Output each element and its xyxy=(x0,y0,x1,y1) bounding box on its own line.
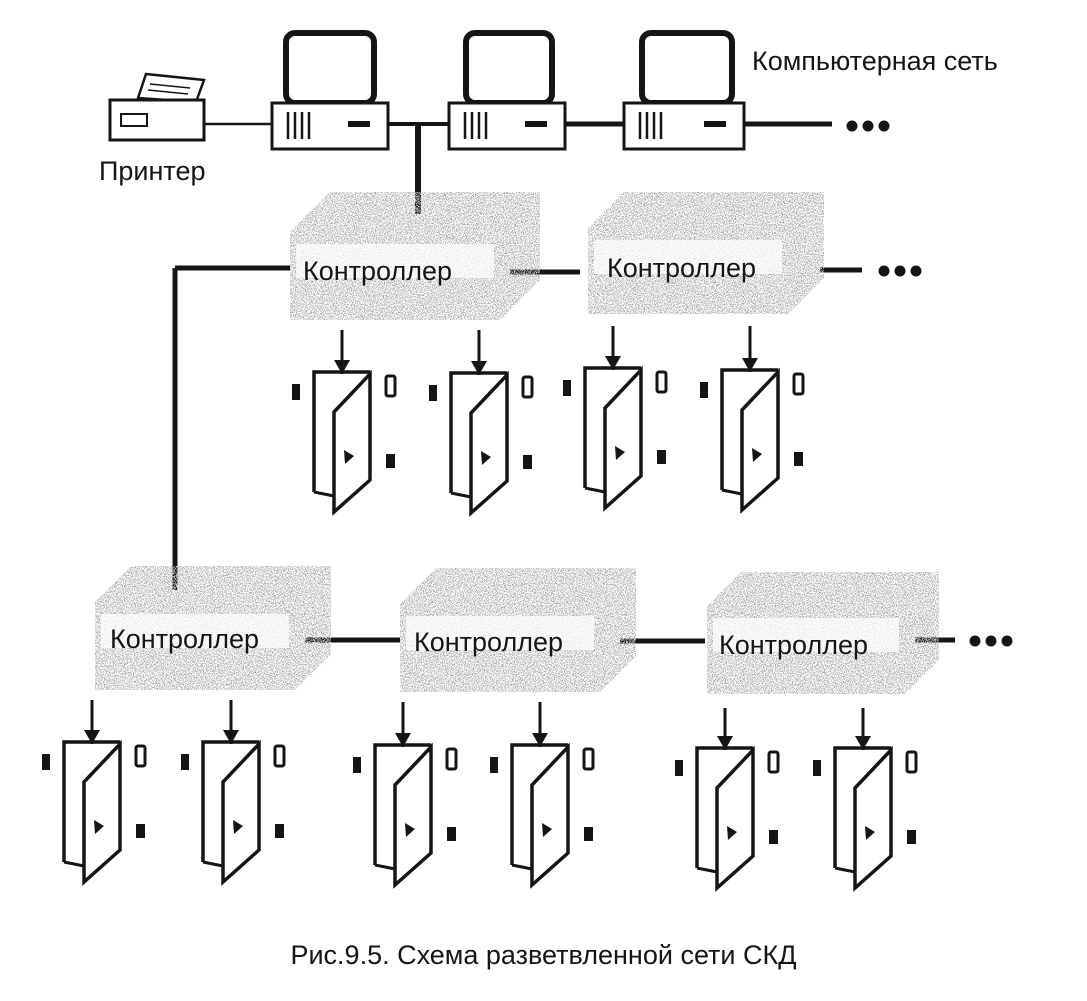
card-reader-icon xyxy=(273,744,286,768)
door-icon xyxy=(675,708,780,892)
card-reader-icon xyxy=(181,754,189,770)
door-icon xyxy=(42,700,147,886)
computer-icon xyxy=(447,30,567,151)
controller-label: Контроллер xyxy=(414,627,564,657)
controller-label: Контроллер xyxy=(303,256,453,286)
figure-caption: Рис.9.5. Схема разветвленной сети СКД xyxy=(290,940,797,970)
card-reader-icon xyxy=(353,757,361,773)
devices xyxy=(42,30,939,892)
card-reader-icon xyxy=(700,382,708,398)
printer-icon xyxy=(108,72,206,142)
card-reader-icon xyxy=(384,374,397,398)
card-reader-icon xyxy=(42,754,50,770)
card-reader-icon xyxy=(655,370,668,394)
controller-box xyxy=(290,192,540,320)
card-reader-icon xyxy=(813,760,821,776)
card-reader-icon xyxy=(657,450,666,464)
ellipsis-dots xyxy=(969,635,1013,647)
controller-label: Контроллер xyxy=(607,253,757,283)
controller-box xyxy=(707,572,939,694)
card-reader-icon xyxy=(563,380,571,396)
ellipsis-dots xyxy=(878,265,922,277)
card-reader-icon xyxy=(769,830,778,844)
card-reader-icon xyxy=(275,824,284,838)
card-reader-icon xyxy=(136,824,145,838)
controller-box xyxy=(588,192,824,314)
ellipsis-dots xyxy=(846,120,890,132)
door-icon xyxy=(813,708,918,892)
card-reader-icon xyxy=(792,372,805,396)
controller-box xyxy=(400,568,636,692)
door-icon xyxy=(429,330,534,517)
computer-icon xyxy=(270,30,390,151)
card-reader-icon xyxy=(675,760,683,776)
door-icon xyxy=(292,330,397,516)
computer-icon xyxy=(622,30,746,151)
card-reader-icon xyxy=(907,830,916,844)
door-icon xyxy=(353,702,458,889)
card-reader-icon xyxy=(292,384,300,400)
card-reader-icon xyxy=(386,454,395,468)
card-reader-icon xyxy=(794,452,803,466)
controller-box xyxy=(95,566,331,690)
card-reader-icon xyxy=(767,750,780,774)
card-reader-icon xyxy=(429,385,437,401)
door-icon xyxy=(181,700,286,886)
card-reader-icon xyxy=(582,747,595,771)
printer-label: Принтер xyxy=(99,156,206,186)
card-reader-icon xyxy=(134,744,147,768)
connection-lines xyxy=(172,120,1013,647)
card-reader-icon xyxy=(447,827,456,841)
door-icon xyxy=(700,326,805,514)
card-reader-icon xyxy=(584,827,593,841)
card-reader-icon xyxy=(445,747,458,771)
card-reader-icon xyxy=(521,375,534,399)
controller-label: Контроллер xyxy=(110,624,260,654)
door-icon xyxy=(490,702,595,889)
door-icon xyxy=(563,326,668,512)
controller-label: Контроллер xyxy=(719,630,869,660)
card-reader-icon xyxy=(905,750,918,774)
card-reader-icon xyxy=(523,455,532,469)
network-label: Компьютерная сеть xyxy=(752,46,998,76)
card-reader-icon xyxy=(490,757,498,773)
